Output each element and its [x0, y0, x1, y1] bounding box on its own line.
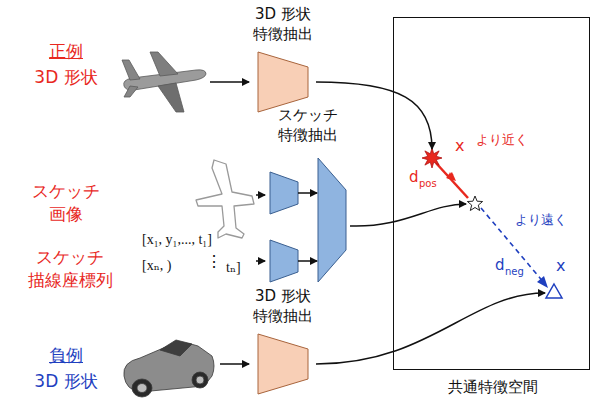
node-label: 負例	[20, 344, 112, 367]
positive-point	[422, 148, 442, 168]
node-label: 3D 形状	[20, 370, 112, 393]
vertical-ellipsis: ⋮	[206, 252, 222, 271]
sketch-image-input: スケッチ 画像	[20, 150, 256, 238]
distance-symbol: d	[409, 168, 419, 186]
anchor-point	[467, 196, 482, 211]
closer-note: より近く	[476, 132, 528, 148]
node-label: スケッチ 画像	[20, 180, 112, 226]
stroke-sequence-row: tₙ]	[226, 260, 241, 277]
connector-arrow	[316, 293, 545, 364]
stroke-sequence-row: [x₁, y₁,..., t₁]	[142, 232, 212, 249]
trapezoid-block	[270, 172, 298, 214]
sketch-image	[196, 160, 254, 238]
node-label: 正例	[20, 40, 112, 63]
distance-subscript: neg	[505, 266, 524, 278]
common-feature-space: 共通特徴空間	[393, 17, 590, 370]
node-label: 3D 形状	[20, 66, 112, 89]
internal-arrow	[298, 192, 317, 194]
node-label: スケッチ 描線座標列	[20, 246, 120, 292]
sketch-feature-extractor: スケッチ 特徴抽出	[266, 105, 350, 290]
connector-arrow	[220, 363, 249, 365]
trapezoid-block	[318, 158, 346, 282]
positive-vector-mark: x	[455, 136, 464, 155]
positive-distance-line	[436, 163, 468, 198]
node-label: スケッチ 特徴抽出	[266, 105, 350, 146]
trapezoid-block	[258, 334, 308, 394]
node-label: 共通特徴空間	[394, 377, 591, 397]
internal-arrow	[298, 260, 317, 262]
farther-note: より遠く	[515, 212, 567, 228]
trapezoid-block	[270, 240, 298, 282]
positive-shape-input: 正例 3D 形状	[20, 38, 210, 118]
sketch-stroke-input: スケッチ 描線座標列	[20, 240, 256, 302]
connector-arrow	[256, 260, 265, 262]
distance-subscript: pos	[419, 178, 437, 190]
close-arrowhead	[446, 172, 456, 181]
stroke-sequence-row: [xₙ, )	[142, 258, 171, 275]
negative-point	[546, 284, 562, 298]
negative-vector-mark: x	[556, 256, 565, 275]
node-label: 3D 形状 特徴抽出	[250, 286, 316, 327]
far-arrowhead	[537, 276, 548, 288]
shape-feature-extractor: 3D 形状 特徴抽出	[250, 286, 316, 402]
connector-arrow	[350, 204, 466, 226]
trapezoid-block	[258, 52, 308, 112]
car-shape	[124, 340, 214, 397]
node-label: 3D 形状 特徴抽出	[250, 4, 316, 45]
connector-arrow	[210, 81, 249, 83]
distance-symbol: d	[495, 256, 505, 274]
shape-feature-extractor: 3D 形状 特徴抽出	[250, 2, 316, 114]
positive-point-small	[446, 172, 454, 179]
airplane-shape	[122, 52, 206, 112]
negative-shape-input: 負例 3D 形状	[20, 340, 220, 406]
connector-arrow	[256, 194, 265, 196]
